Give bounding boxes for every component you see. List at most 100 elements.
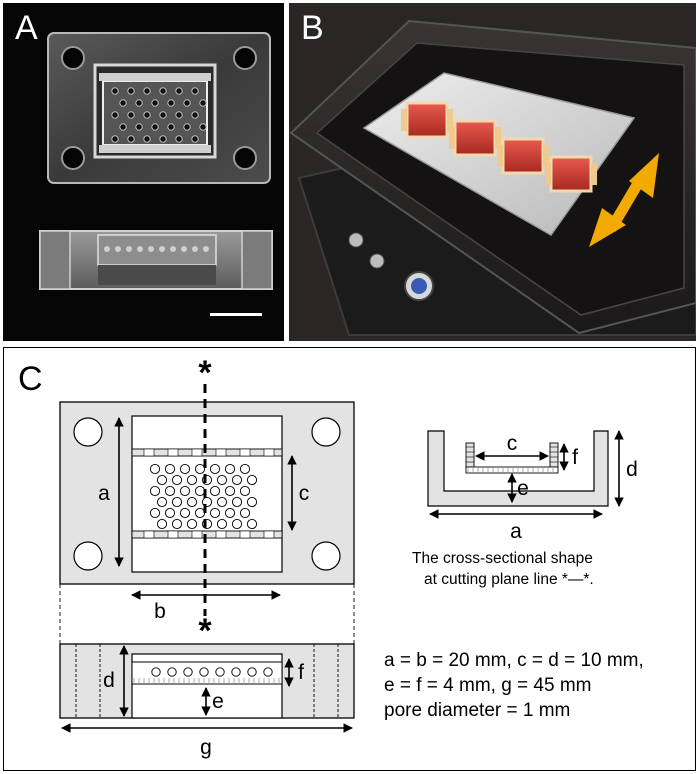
- pore: [151, 99, 159, 107]
- chip-in-holder: [545, 155, 597, 193]
- pore: [199, 123, 207, 131]
- pore: [231, 474, 243, 486]
- dimension-a-label: a: [98, 482, 110, 505]
- pore: [247, 667, 257, 677]
- dimension-g-label: g: [200, 736, 212, 759]
- pore: [164, 463, 176, 475]
- dimension-e-xs-label: e: [517, 477, 529, 500]
- pore: [209, 507, 221, 519]
- pore: [111, 87, 119, 95]
- pore: [263, 667, 273, 677]
- pore: [215, 667, 225, 677]
- pore: [246, 518, 258, 530]
- pore: [149, 463, 161, 475]
- pore: [191, 111, 199, 119]
- pore: [127, 135, 135, 143]
- pore: [167, 667, 177, 677]
- pore: [135, 123, 143, 131]
- pore: [167, 123, 175, 131]
- pore: [224, 485, 236, 497]
- chip-in-holder: [401, 101, 453, 139]
- pore: [143, 87, 151, 95]
- pore: [183, 667, 193, 677]
- panel-c-schematic: C: [3, 347, 696, 771]
- chip-photo: [39, 32, 273, 316]
- dimension-c-label: c: [299, 482, 310, 505]
- pore: [209, 463, 221, 475]
- chip-in-holder: [497, 137, 549, 175]
- pore: [156, 474, 168, 486]
- pore: [127, 87, 135, 95]
- panel-b-photo: B: [289, 3, 696, 341]
- pore: [191, 135, 199, 143]
- dimension-b-label: b: [154, 600, 166, 623]
- pore: [171, 518, 183, 530]
- pore: [149, 485, 161, 497]
- pore: [143, 111, 151, 119]
- dimension-a-xs-label: a: [510, 520, 522, 543]
- pore: [224, 507, 236, 519]
- chip-side-view: [39, 230, 273, 290]
- dimension-e-label: e: [212, 690, 224, 713]
- dimension-c-xs-label: c: [507, 432, 518, 455]
- pore: [148, 246, 154, 252]
- spec-line-2: e = f = 4 mm, g = 45 mm: [384, 675, 592, 696]
- pore: [156, 496, 168, 508]
- pore: [246, 496, 258, 508]
- pore: [186, 518, 198, 530]
- spec-line-1: a = b = 20 mm, c = d = 10 mm,: [384, 650, 644, 671]
- pore: [231, 518, 243, 530]
- panel-a-photo: A: [3, 3, 284, 341]
- cross-section-caption-line1: The cross-sectional shape: [412, 550, 593, 567]
- dimension-d-xs-label: d: [626, 458, 638, 481]
- pore: [224, 463, 236, 475]
- pore: [183, 123, 191, 131]
- pore: [179, 485, 191, 497]
- pore: [175, 135, 183, 143]
- scale-bar: [210, 313, 262, 316]
- pore: [149, 507, 161, 519]
- pore: [127, 111, 135, 119]
- pore: [194, 485, 206, 497]
- pore: [164, 507, 176, 519]
- pore: [239, 485, 251, 497]
- pore: [186, 496, 198, 508]
- screw-hole-icon: [311, 541, 341, 571]
- dimension-f-xs-label: f: [572, 446, 578, 469]
- cross-section-caption-line2: at cutting plane line *—*.: [424, 571, 594, 588]
- spec-line-3: pore diameter = 1 mm: [384, 700, 570, 721]
- pore: [167, 99, 175, 107]
- pore: [171, 474, 183, 486]
- pore: [192, 246, 198, 252]
- chip-row: [401, 101, 597, 193]
- device-photo: [289, 3, 696, 341]
- pore: [216, 496, 228, 508]
- pore: [126, 246, 132, 252]
- pore: [111, 135, 119, 143]
- pore: [137, 246, 143, 252]
- pore: [199, 667, 209, 677]
- pore: [231, 667, 241, 677]
- pore: [181, 246, 187, 252]
- cut-marker-bottom: *: [198, 612, 212, 650]
- pore: [209, 485, 221, 497]
- pore: [159, 87, 167, 95]
- pore: [239, 463, 251, 475]
- pore: [115, 246, 121, 252]
- pore: [191, 87, 199, 95]
- pore: [175, 87, 183, 95]
- pore: [171, 496, 183, 508]
- panel-a-letter: A: [15, 9, 38, 47]
- pore: [151, 667, 161, 677]
- pore: [135, 99, 143, 107]
- pore: [111, 111, 119, 119]
- screw-hole-icon: [73, 417, 103, 447]
- chip-in-holder: [449, 119, 501, 157]
- pore: [194, 463, 206, 475]
- dimension-f-label: f: [298, 661, 304, 684]
- pore: [159, 246, 165, 252]
- screw-hole-icon: [311, 417, 341, 447]
- pore: [183, 99, 191, 107]
- pore: [175, 111, 183, 119]
- pore: [151, 123, 159, 131]
